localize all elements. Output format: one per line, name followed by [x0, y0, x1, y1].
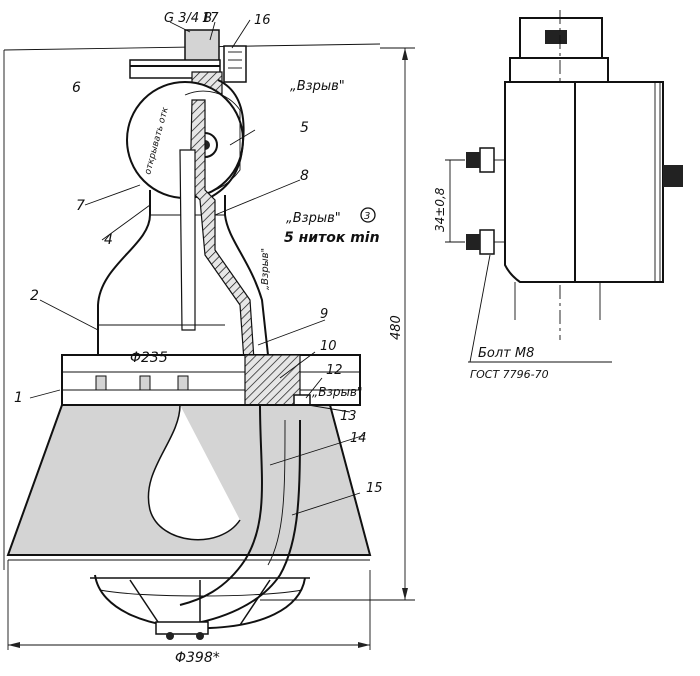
side-bolt-lower	[466, 229, 505, 255]
part-number-14: 14	[350, 431, 367, 446]
part-number-15: 15	[366, 481, 383, 496]
note-circle	[360, 207, 376, 223]
gland-nut	[223, 45, 247, 83]
flange-bolts	[95, 375, 189, 391]
part-number-1: 1	[14, 390, 23, 406]
threads-note: 5 ниток min	[284, 230, 380, 246]
part-number-6: 6	[72, 80, 81, 96]
flange-section	[244, 354, 301, 406]
bolt-standard: ГОСТ 7796-70	[470, 368, 549, 381]
bolt-leader	[469, 254, 491, 363]
thread-label: G 3/4 B	[164, 11, 212, 26]
part-number-16: 16	[254, 13, 271, 28]
diameter-235-label: Φ235	[130, 350, 168, 366]
height-480-label: 480	[389, 315, 404, 340]
lamp-bulb	[147, 404, 241, 541]
part-number-12: 12	[326, 363, 343, 378]
diameter-398-label: Φ398*	[175, 650, 220, 666]
bell-housing-left	[97, 214, 151, 355]
side-cover	[574, 81, 664, 283]
part-number-5: 5	[300, 120, 309, 136]
glass-globe-edge	[179, 404, 263, 606]
part-number-9: 9	[320, 307, 328, 322]
arrow-icon	[358, 642, 370, 648]
part-number-2: 2	[30, 288, 39, 304]
side-body	[504, 81, 576, 283]
bolt-spec: Болт М8	[478, 346, 534, 361]
part-number-4: 4	[104, 232, 113, 248]
globe-guard	[184, 419, 301, 626]
side-cover-screw	[663, 165, 683, 187]
bell-housing-right	[224, 214, 269, 356]
explosion-mark-right: „Взрыв"	[312, 385, 363, 399]
part-number-17: 17	[202, 11, 219, 26]
side-view: 34±0,8 Болт М8 ГОСТ 7796-70	[433, 10, 683, 381]
arrow-icon	[402, 588, 408, 600]
note-number: 3	[364, 211, 370, 222]
part-number-10: 10	[320, 339, 337, 354]
dimension-34-label: 34±0,8	[433, 187, 447, 232]
explosion-mark-vertical: „Взрыв"	[260, 248, 271, 290]
arrow-icon	[402, 48, 408, 60]
side-bolt-upper	[466, 147, 505, 173]
head-housing-edge	[204, 79, 245, 201]
explosion-mark-mid: „Взрыв"	[286, 211, 341, 226]
main-view: G 3/4 B 17 16 6 5 7 8 4 2 9 10 12 13 14 …	[3, 11, 415, 666]
part-number-8: 8	[300, 168, 309, 184]
arrow-icon	[8, 642, 20, 648]
part-number-7: 7	[76, 198, 85, 214]
leader-lines	[29, 19, 366, 516]
cable-channel	[179, 149, 196, 331]
wire-cage	[90, 574, 310, 640]
explosion-mark-top: „Взрыв"	[290, 79, 345, 94]
part-number-13: 13	[340, 409, 357, 424]
